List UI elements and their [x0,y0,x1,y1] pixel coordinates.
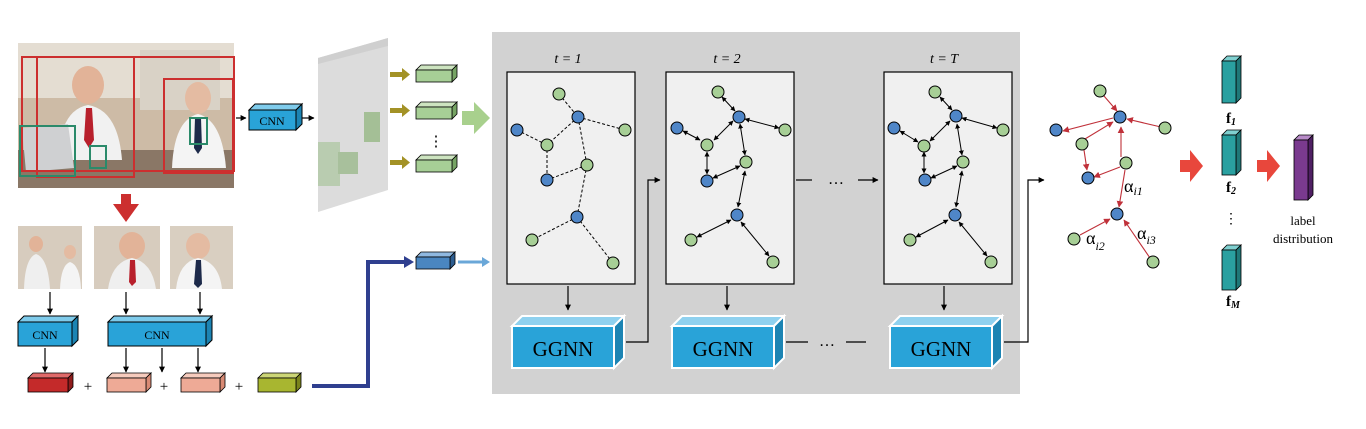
plus-2: + [160,379,168,395]
label-distribution-line1: label [1290,213,1316,228]
hdots-top: … [828,171,844,188]
f1-vector [1221,55,1242,104]
feature-map-slab [318,38,388,212]
output-graph-nodes [1049,84,1172,269]
ggnn-label-2: GGNN [693,337,754,361]
cnn-left-label: CNN [32,328,58,342]
ggnn-label-T: GGNN [911,337,972,361]
light-green-arrow [462,102,490,134]
ggnn-box-T: GGNN [887,313,1005,371]
label-distribution-line2: distribution [1273,231,1333,246]
alpha-i1: αi1 [1124,176,1143,198]
olive-arrows [390,68,410,169]
feature-green-3 [415,154,458,173]
alpha-i2: αi2 [1086,228,1105,253]
graph-T-nodes [887,85,1010,269]
f-vdots: ⋮ [1224,212,1238,227]
down-arrow [113,194,139,222]
main-photo [18,43,235,188]
label-distribution-bar [1293,134,1314,201]
plus-3: + [235,379,243,395]
person-2-face [185,82,211,114]
t1-label: t = 1 [554,52,581,67]
ggnn-box-2: GGNN [669,313,787,371]
f1-label: f1 [1226,111,1236,128]
dark-blue-path [312,260,404,388]
crop-3 [170,226,233,289]
feature-red [27,372,74,393]
t2-label: t = 2 [713,52,740,67]
graph-2-nodes [670,85,792,269]
feature-salmon-1 [106,372,152,393]
cnn-top-label: CNN [259,114,285,128]
cnn-wide-label: CNN [144,328,170,342]
feature-green-2 [415,101,458,120]
graph-frame-T [883,71,1013,285]
cnn-box-wide: CNN [106,314,214,348]
graph-2 [682,96,780,257]
crop-1 [18,226,82,289]
cnn-box-left: CNN [16,314,80,348]
feature-olive [257,372,302,393]
red-arrow-1 [1180,150,1203,182]
hdots-bottom: … [819,333,835,350]
feature-salmon-2 [180,372,226,393]
feature-green-1 [415,64,458,83]
feature-steelblue [415,251,456,270]
fM-label: fM [1226,294,1241,311]
graph-frame-2 [665,71,795,285]
graph-T [899,96,998,257]
features-vdots: ⋮ [429,134,444,150]
plus-1: + [84,379,92,395]
ggnn-label-1: GGNN [533,337,594,361]
ggnn-box-1: GGNN [509,313,627,371]
f2-vector [1221,129,1242,176]
tT-label: t = T [930,52,959,67]
graph-frame-1 [506,71,636,285]
graph-1-nodes [510,87,632,270]
laptop [22,124,74,172]
f2-label: f2 [1226,180,1236,197]
red-arrow-2 [1257,150,1280,182]
cnn-box-top: CNN [247,102,304,132]
fM-vector [1221,244,1242,291]
person-1-face [72,66,104,104]
light-blue-arrow [482,257,490,267]
alpha-i3: αi3 [1137,223,1156,247]
crop-2 [94,226,160,289]
